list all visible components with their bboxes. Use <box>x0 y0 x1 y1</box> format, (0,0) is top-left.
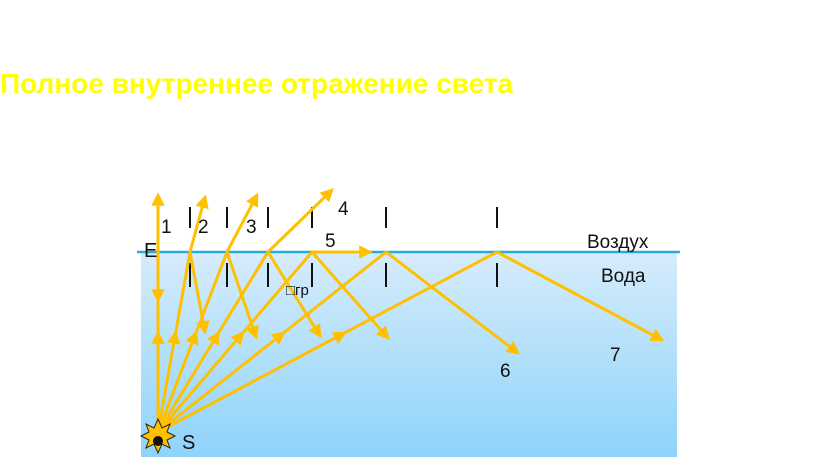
incident-ray-7 <box>157 331 347 434</box>
refracted-ray-3 <box>225 192 259 253</box>
light-source-icon <box>139 417 177 455</box>
slide-title: Полное внутреннее отражение света <box>0 68 514 99</box>
refracted-ray-2 <box>188 194 209 253</box>
incident-ray-2 <box>156 330 181 433</box>
ray-label-1: 1 <box>161 217 172 238</box>
reflected-ray-5 <box>310 251 390 341</box>
water-region <box>141 252 677 457</box>
ray-label-2: 2 <box>198 217 209 238</box>
ray-label-4: 4 <box>338 199 349 220</box>
water-label: Вода <box>601 266 646 287</box>
source-label: S <box>182 432 196 454</box>
incident-ray-3-cont <box>194 251 229 334</box>
incident-ray-5 <box>156 330 245 433</box>
critical-angle-label: □гр <box>286 282 309 299</box>
ray-label-6: 6 <box>500 361 511 382</box>
incident-ray-2-cont <box>174 251 192 334</box>
ray-label-5: 5 <box>325 231 336 252</box>
ray-label-7: 7 <box>610 345 621 366</box>
incident-ray-5-cont <box>241 251 314 334</box>
incident-ray-3 <box>156 330 199 433</box>
incident-ray-4 <box>156 330 220 433</box>
refracted-ray-4 <box>266 188 334 254</box>
reflected-ray-4 <box>266 251 322 339</box>
incident-ray-6-cont <box>282 250 387 335</box>
e-glyph: E <box>144 240 158 262</box>
air-label: Воздух <box>587 232 649 253</box>
incident-ray-7-cont <box>343 250 498 335</box>
reflected-ray-6 <box>385 250 521 355</box>
incident-ray-6 <box>157 331 286 434</box>
ray-label-3: 3 <box>246 217 257 238</box>
reflected-ray-7 <box>496 250 665 342</box>
incident-ray-4-cont <box>217 251 270 334</box>
